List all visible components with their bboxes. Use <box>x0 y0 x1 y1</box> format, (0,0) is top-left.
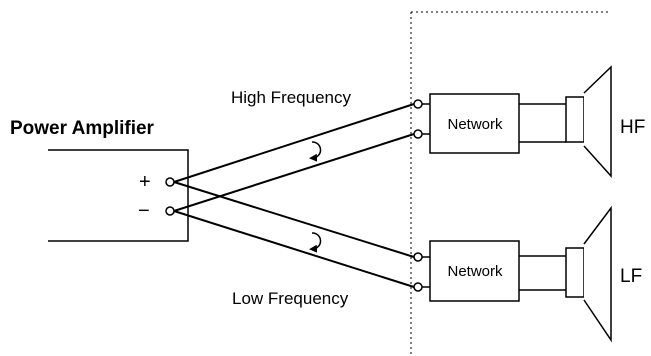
low-frequency-label: Low Frequency <box>232 289 349 308</box>
amplifier-plus-sign: + <box>139 171 151 193</box>
amplifier-minus-sign: − <box>138 200 150 222</box>
hf-driver-cone <box>583 65 612 178</box>
hf-network-box <box>429 93 520 154</box>
hf-minus-terminal <box>413 129 423 139</box>
lf-driver-cone <box>583 205 612 343</box>
hf-speaker-label: HF <box>620 117 645 138</box>
amplifier-plus-terminal <box>165 177 175 187</box>
wire-minus-to-hf-minus <box>173 133 415 212</box>
lf-driver-magnet <box>565 247 585 298</box>
lf-network-box <box>429 240 520 302</box>
lf-current-loop-arrow <box>309 232 322 253</box>
speaker-enclosure-dotted-border <box>410 11 611 356</box>
lf-network-label: Network <box>447 263 503 280</box>
amplifier-minus-terminal <box>165 206 175 216</box>
hf-plus-terminal <box>413 99 423 109</box>
hf-network-label: Network <box>447 116 503 133</box>
wire-minus-to-lf-minus <box>173 210 415 288</box>
high-frequency-label: High Frequency <box>231 88 352 107</box>
amplifier-title: Power Amplifier <box>10 118 155 139</box>
hf-driver-magnet <box>565 96 585 143</box>
wire-plus-to-hf-plus <box>173 103 415 183</box>
lf-speaker-label: LF <box>620 266 642 287</box>
amplifier-box <box>48 149 189 242</box>
wire-plus-to-lf-plus <box>173 181 415 258</box>
lf-minus-terminal <box>413 282 423 292</box>
lf-plus-terminal <box>413 252 423 262</box>
hf-current-loop-arrow <box>309 141 322 162</box>
